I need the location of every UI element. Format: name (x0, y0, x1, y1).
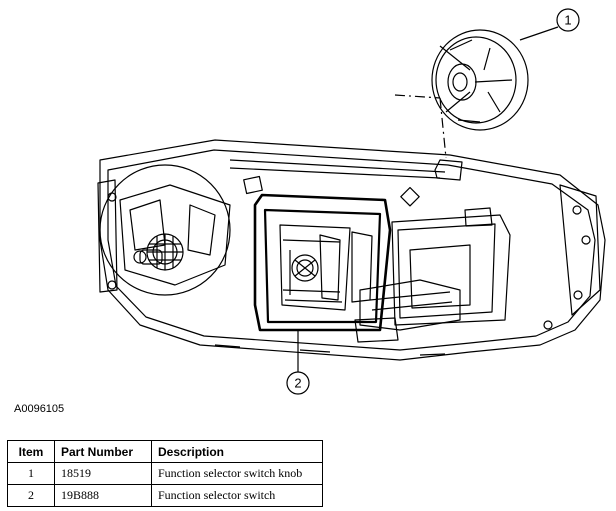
left-mechanism (99, 164, 231, 296)
row-item: 2 (7, 484, 55, 507)
callout-2-label: 2 (294, 376, 301, 391)
callout-1-circle (556, 8, 580, 32)
row-item: 1 (7, 462, 55, 485)
function-selector-switch-knob (431, 29, 529, 131)
right-mounting-tab (559, 184, 601, 316)
row-part-number: 19B888 (54, 484, 152, 507)
callout-2-circle (286, 371, 310, 395)
row-description: Function selector switch knob (151, 462, 323, 485)
left-mounting-tab (97, 179, 118, 293)
table-header-row: Item Part Number Description (7, 440, 323, 463)
alignment-line (394, 94, 447, 159)
header-description: Description (151, 440, 323, 463)
parts-table: Item Part Number Description 1 18519 Fun… (7, 440, 323, 507)
exploded-view-diagram: 1 2 (97, 8, 606, 395)
left-gear (133, 233, 184, 271)
right-switch-block (354, 207, 511, 343)
callout-1-label: 1 (564, 13, 571, 28)
header-part-number: Part Number (54, 440, 152, 463)
table-row: 2 19B888 Function selector switch (7, 484, 323, 507)
row-description: Function selector switch (151, 484, 323, 507)
callout-1-leader (519, 26, 559, 41)
header-item: Item (7, 440, 55, 463)
function-selector-switch (253, 193, 392, 332)
housing-outline (99, 139, 606, 361)
figure-id: A0096105 (14, 403, 65, 415)
table-row: 1 18519 Function selector switch knob (7, 462, 323, 485)
row-part-number: 18519 (54, 462, 152, 485)
